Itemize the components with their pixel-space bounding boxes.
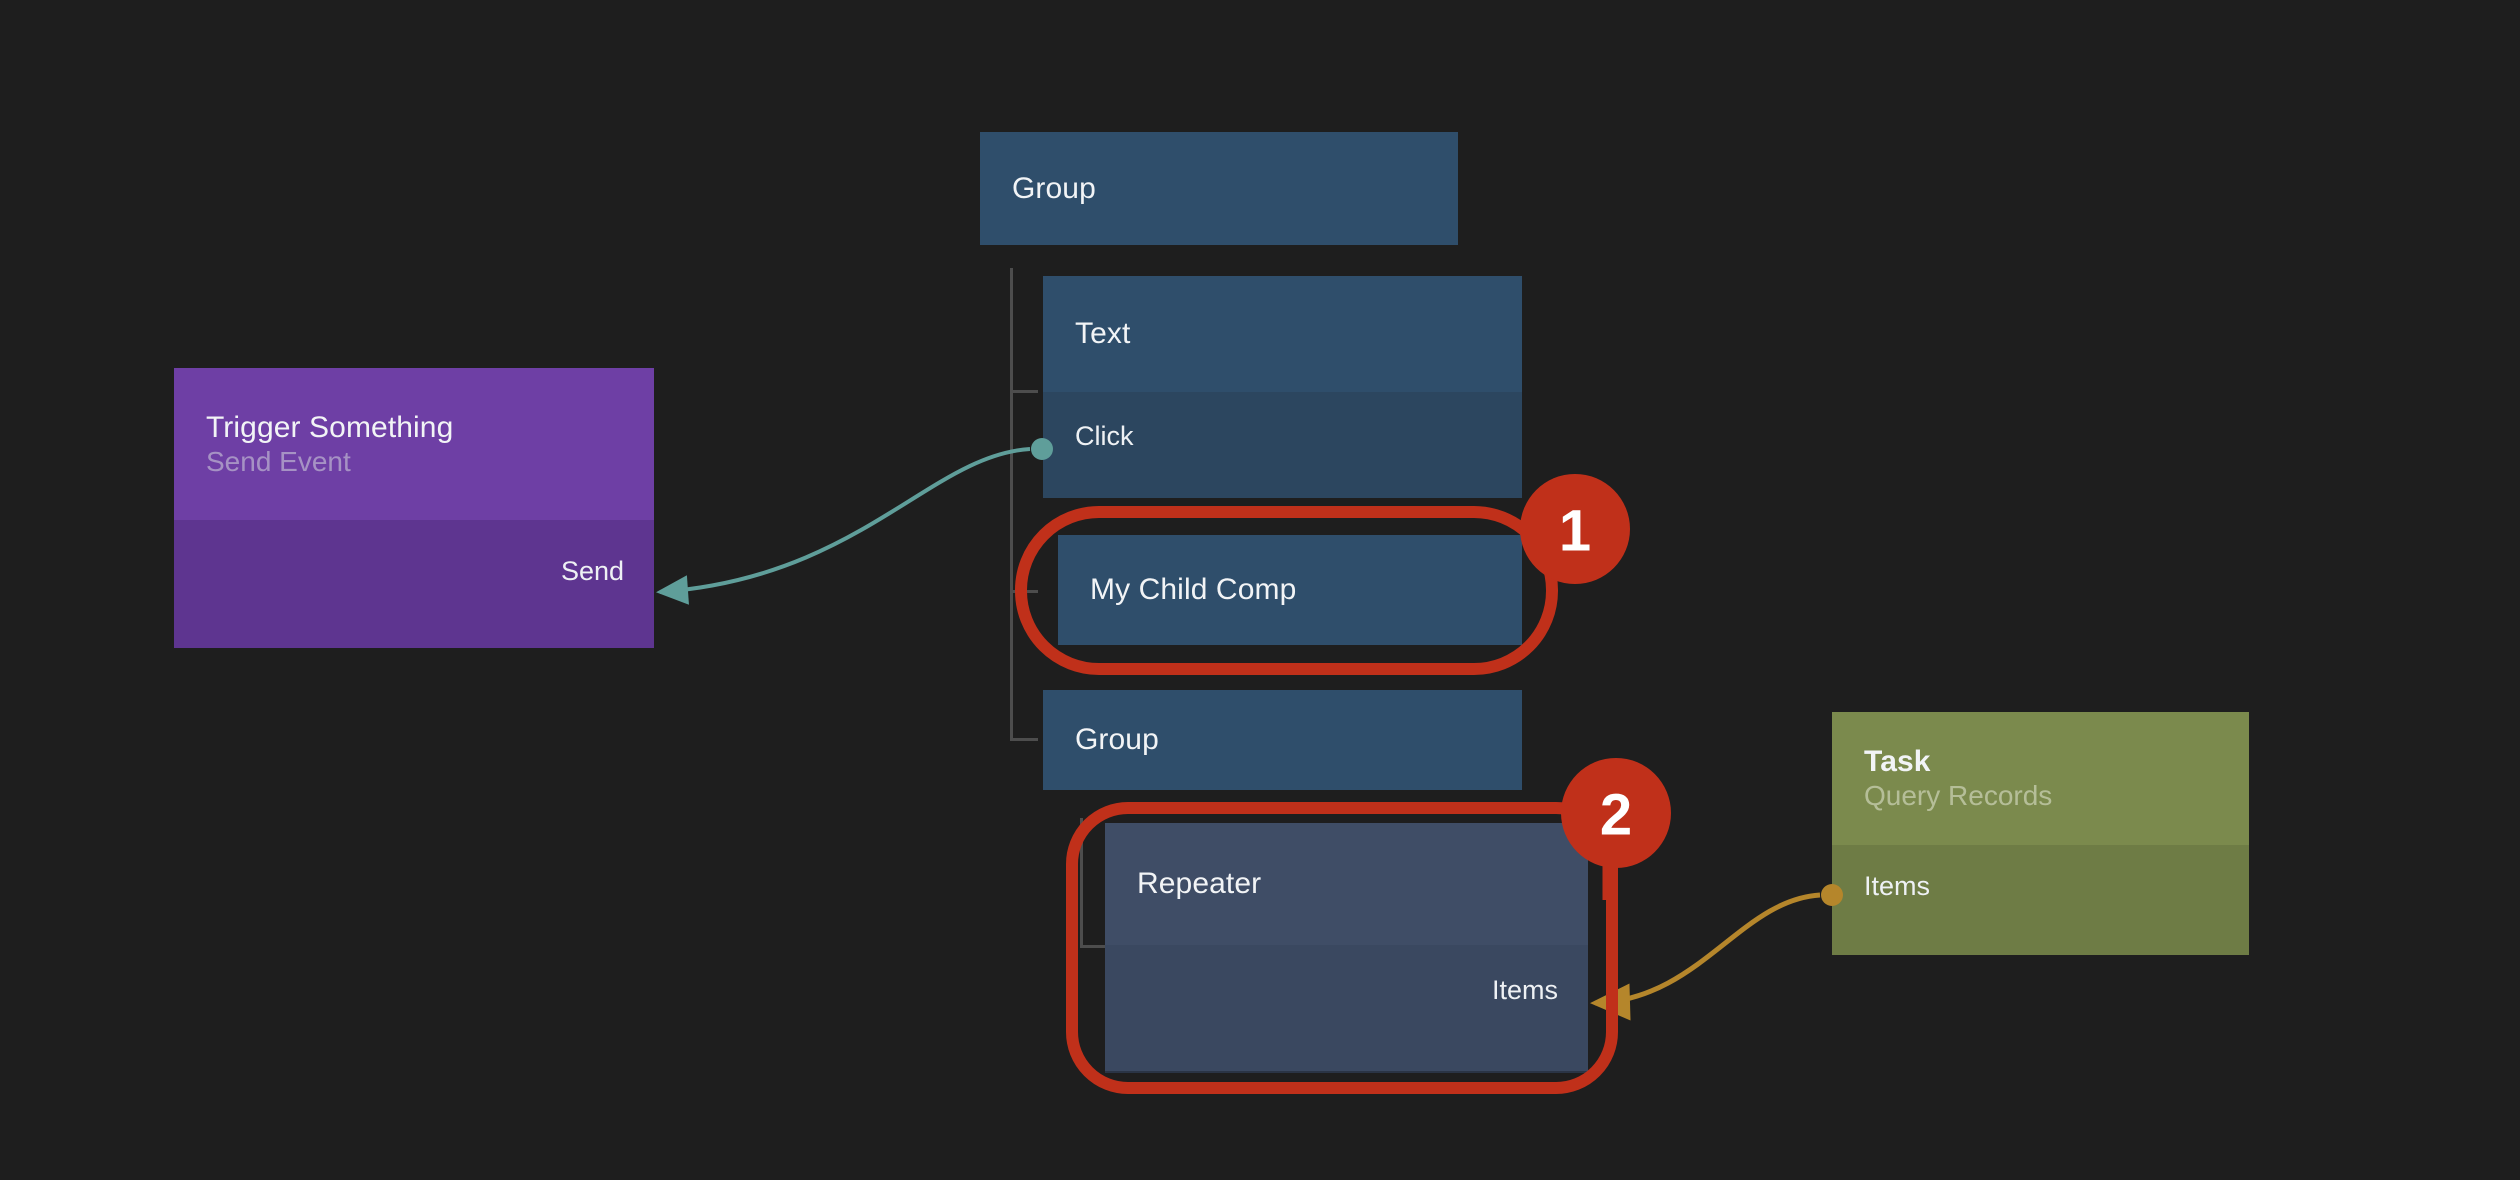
node-group-root[interactable]: Group	[980, 132, 1458, 245]
node-title: Trigger Something	[206, 410, 454, 444]
node-my-child-comp[interactable]: My Child Comp	[1058, 535, 1522, 645]
node-group-child[interactable]: Group	[1043, 690, 1522, 790]
wire-click-to-send	[656, 447, 1031, 605]
node-header: Group	[980, 132, 1458, 245]
node-trigger-something[interactable]: Trigger Something Send Event Send	[174, 368, 654, 648]
node-text[interactable]: Text Click	[1043, 276, 1522, 498]
tree-spine-vertical-inner	[1080, 818, 1083, 948]
node-repeater[interactable]: Repeater Items	[1105, 823, 1588, 1073]
node-header: Task Query Records	[1832, 712, 2249, 845]
node-header: Text	[1043, 276, 1522, 392]
port-label: Items	[1491, 975, 1558, 1005]
port-label: Click	[1075, 421, 1134, 451]
node-title: Repeater	[1137, 867, 1262, 901]
port-click[interactable]: Click	[1075, 423, 1134, 450]
node-subtitle: Send Event	[206, 445, 351, 477]
node-header: Repeater	[1105, 823, 1588, 945]
node-title: Text	[1075, 317, 1131, 351]
port-items-out[interactable]: Items	[1864, 873, 1930, 900]
node-header: My Child Comp	[1058, 535, 1522, 645]
callout-1-badge	[1520, 474, 1630, 584]
node-subtitle: Query Records	[1864, 780, 2053, 812]
node-body: Items	[1105, 945, 1588, 1071]
tree-elbow-text	[1010, 390, 1038, 393]
node-title: Group	[1012, 171, 1096, 205]
node-header: Trigger Something Send Event	[174, 368, 654, 520]
node-title: Group	[1075, 723, 1159, 757]
node-body: Items	[1832, 845, 2249, 955]
callout-2-number: 2	[1600, 783, 1632, 848]
node-body: Click	[1043, 392, 1522, 498]
wire-items-to-items	[1590, 892, 1821, 1021]
tree-spine-vertical	[1010, 268, 1013, 740]
port-dot-items[interactable]	[1821, 884, 1843, 906]
callout-1-number: 1	[1559, 499, 1591, 564]
node-task[interactable]: Task Query Records Items	[1832, 712, 2249, 955]
port-dot-click[interactable]	[1031, 438, 1053, 460]
port-items-in[interactable]: Items	[1492, 977, 1558, 1004]
tree-elbow-repeater	[1080, 945, 1108, 948]
node-title: Task	[1864, 745, 1931, 778]
port-send[interactable]: Send	[561, 558, 624, 585]
tree-elbow-group-child	[1010, 738, 1038, 741]
node-header: Group	[1043, 690, 1522, 790]
port-label: Items	[1864, 871, 1931, 901]
node-title: My Child Comp	[1090, 573, 1297, 607]
port-label: Send	[560, 556, 624, 586]
tree-elbow-child-comp	[1010, 590, 1038, 593]
node-body: Send	[174, 520, 654, 648]
